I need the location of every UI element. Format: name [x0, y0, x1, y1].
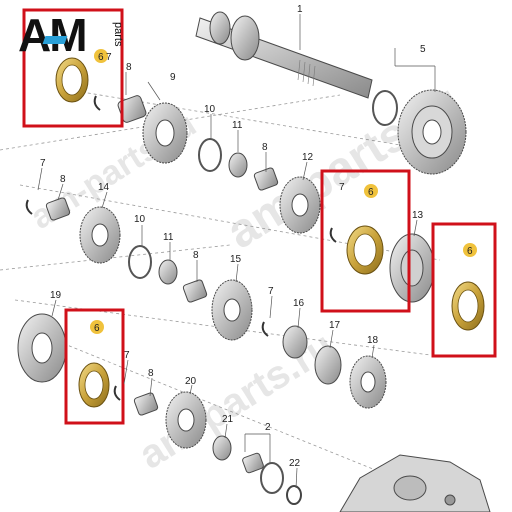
highlight-frame [431, 222, 497, 358]
gear-14 [79, 206, 121, 264]
needle-bearing [133, 392, 159, 416]
gear-19 [17, 313, 67, 383]
part-label: 8 [126, 62, 132, 73]
gear-12 [279, 176, 321, 234]
svg-text:6: 6 [98, 52, 104, 63]
washer-22 [286, 485, 302, 505]
needle-bearing [253, 167, 279, 191]
gear-9 [142, 102, 188, 164]
needle-bearing [45, 197, 71, 221]
part-label: 21 [222, 414, 234, 425]
circlip [113, 385, 121, 401]
watermark-text: am-parts.ru [131, 324, 341, 478]
svg-text:6: 6 [467, 246, 473, 257]
part-label: 12 [302, 152, 314, 163]
synchro-ring [451, 281, 485, 331]
gearbox-housing [339, 454, 491, 512]
part-label: 22 [289, 458, 301, 469]
part-label: 8 [193, 250, 199, 261]
washer [260, 462, 284, 494]
part-label: 1 [297, 4, 303, 15]
svg-text:6: 6 [94, 323, 100, 334]
synchro-ring [78, 362, 110, 408]
svg-text:6: 6 [368, 187, 374, 198]
part-label: 10 [134, 214, 146, 225]
circlip [329, 227, 337, 243]
gear-15 [211, 279, 253, 341]
part-label: 8 [148, 368, 154, 379]
part-6-badge: 6 [463, 243, 477, 257]
gear-13 [389, 233, 435, 303]
part-label: 2 [265, 422, 271, 433]
gear-5 [397, 89, 467, 175]
gear-20 [165, 391, 207, 449]
washer-10 [128, 245, 152, 279]
synchro-ring [55, 57, 89, 103]
part-label: 8 [262, 142, 268, 153]
part-6-badge: 6 [94, 49, 108, 63]
part-label: 10 [204, 104, 216, 115]
brand-logo: AM parts [18, 9, 138, 61]
logo-subtext: parts [112, 22, 124, 47]
snap-ring [372, 90, 398, 126]
circlip [261, 321, 269, 337]
gear-18 [349, 355, 387, 409]
part-label: 15 [230, 254, 242, 265]
circlip [93, 95, 101, 111]
highlight-frame [22, 8, 124, 128]
part-label: 9 [170, 72, 176, 83]
hub-16 [282, 325, 308, 359]
logo-text: AM [18, 9, 88, 61]
part-label: 7 [106, 52, 112, 63]
part-label: 11 [163, 232, 174, 243]
logo-accent [42, 36, 68, 44]
sleeve-17 [314, 345, 342, 385]
main-shaft [195, 11, 373, 99]
part-label: 16 [293, 298, 305, 309]
highlight-frame [320, 169, 411, 313]
washer-10 [198, 138, 222, 172]
washer-11 [158, 259, 178, 285]
circlip [25, 199, 33, 215]
needle-bearing [182, 279, 208, 303]
part-label: 17 [329, 320, 341, 331]
washer-21 [212, 435, 232, 461]
part-label: 13 [412, 210, 424, 221]
part-label: 14 [98, 182, 110, 193]
part-6-badge: 6 [364, 184, 378, 198]
part-label: 8 [60, 174, 66, 185]
part-label: 19 [50, 290, 62, 301]
part-label: 7 [339, 182, 345, 193]
part-label: 11 [232, 120, 243, 131]
part-label: 7 [40, 158, 46, 169]
highlight-frames [22, 8, 497, 425]
part-label: 18 [367, 335, 379, 346]
leader-lines [37, 14, 436, 489]
part-label: 20 [185, 376, 197, 387]
part-6-badge: 6 [90, 320, 104, 334]
needle-bearing [242, 452, 264, 474]
part-label: 5 [420, 44, 426, 55]
washer-11 [228, 152, 248, 178]
synchro-ring [346, 225, 384, 275]
highlight-frame [64, 308, 125, 425]
part-label: 7 [124, 350, 130, 361]
part-label: 7 [268, 286, 274, 297]
